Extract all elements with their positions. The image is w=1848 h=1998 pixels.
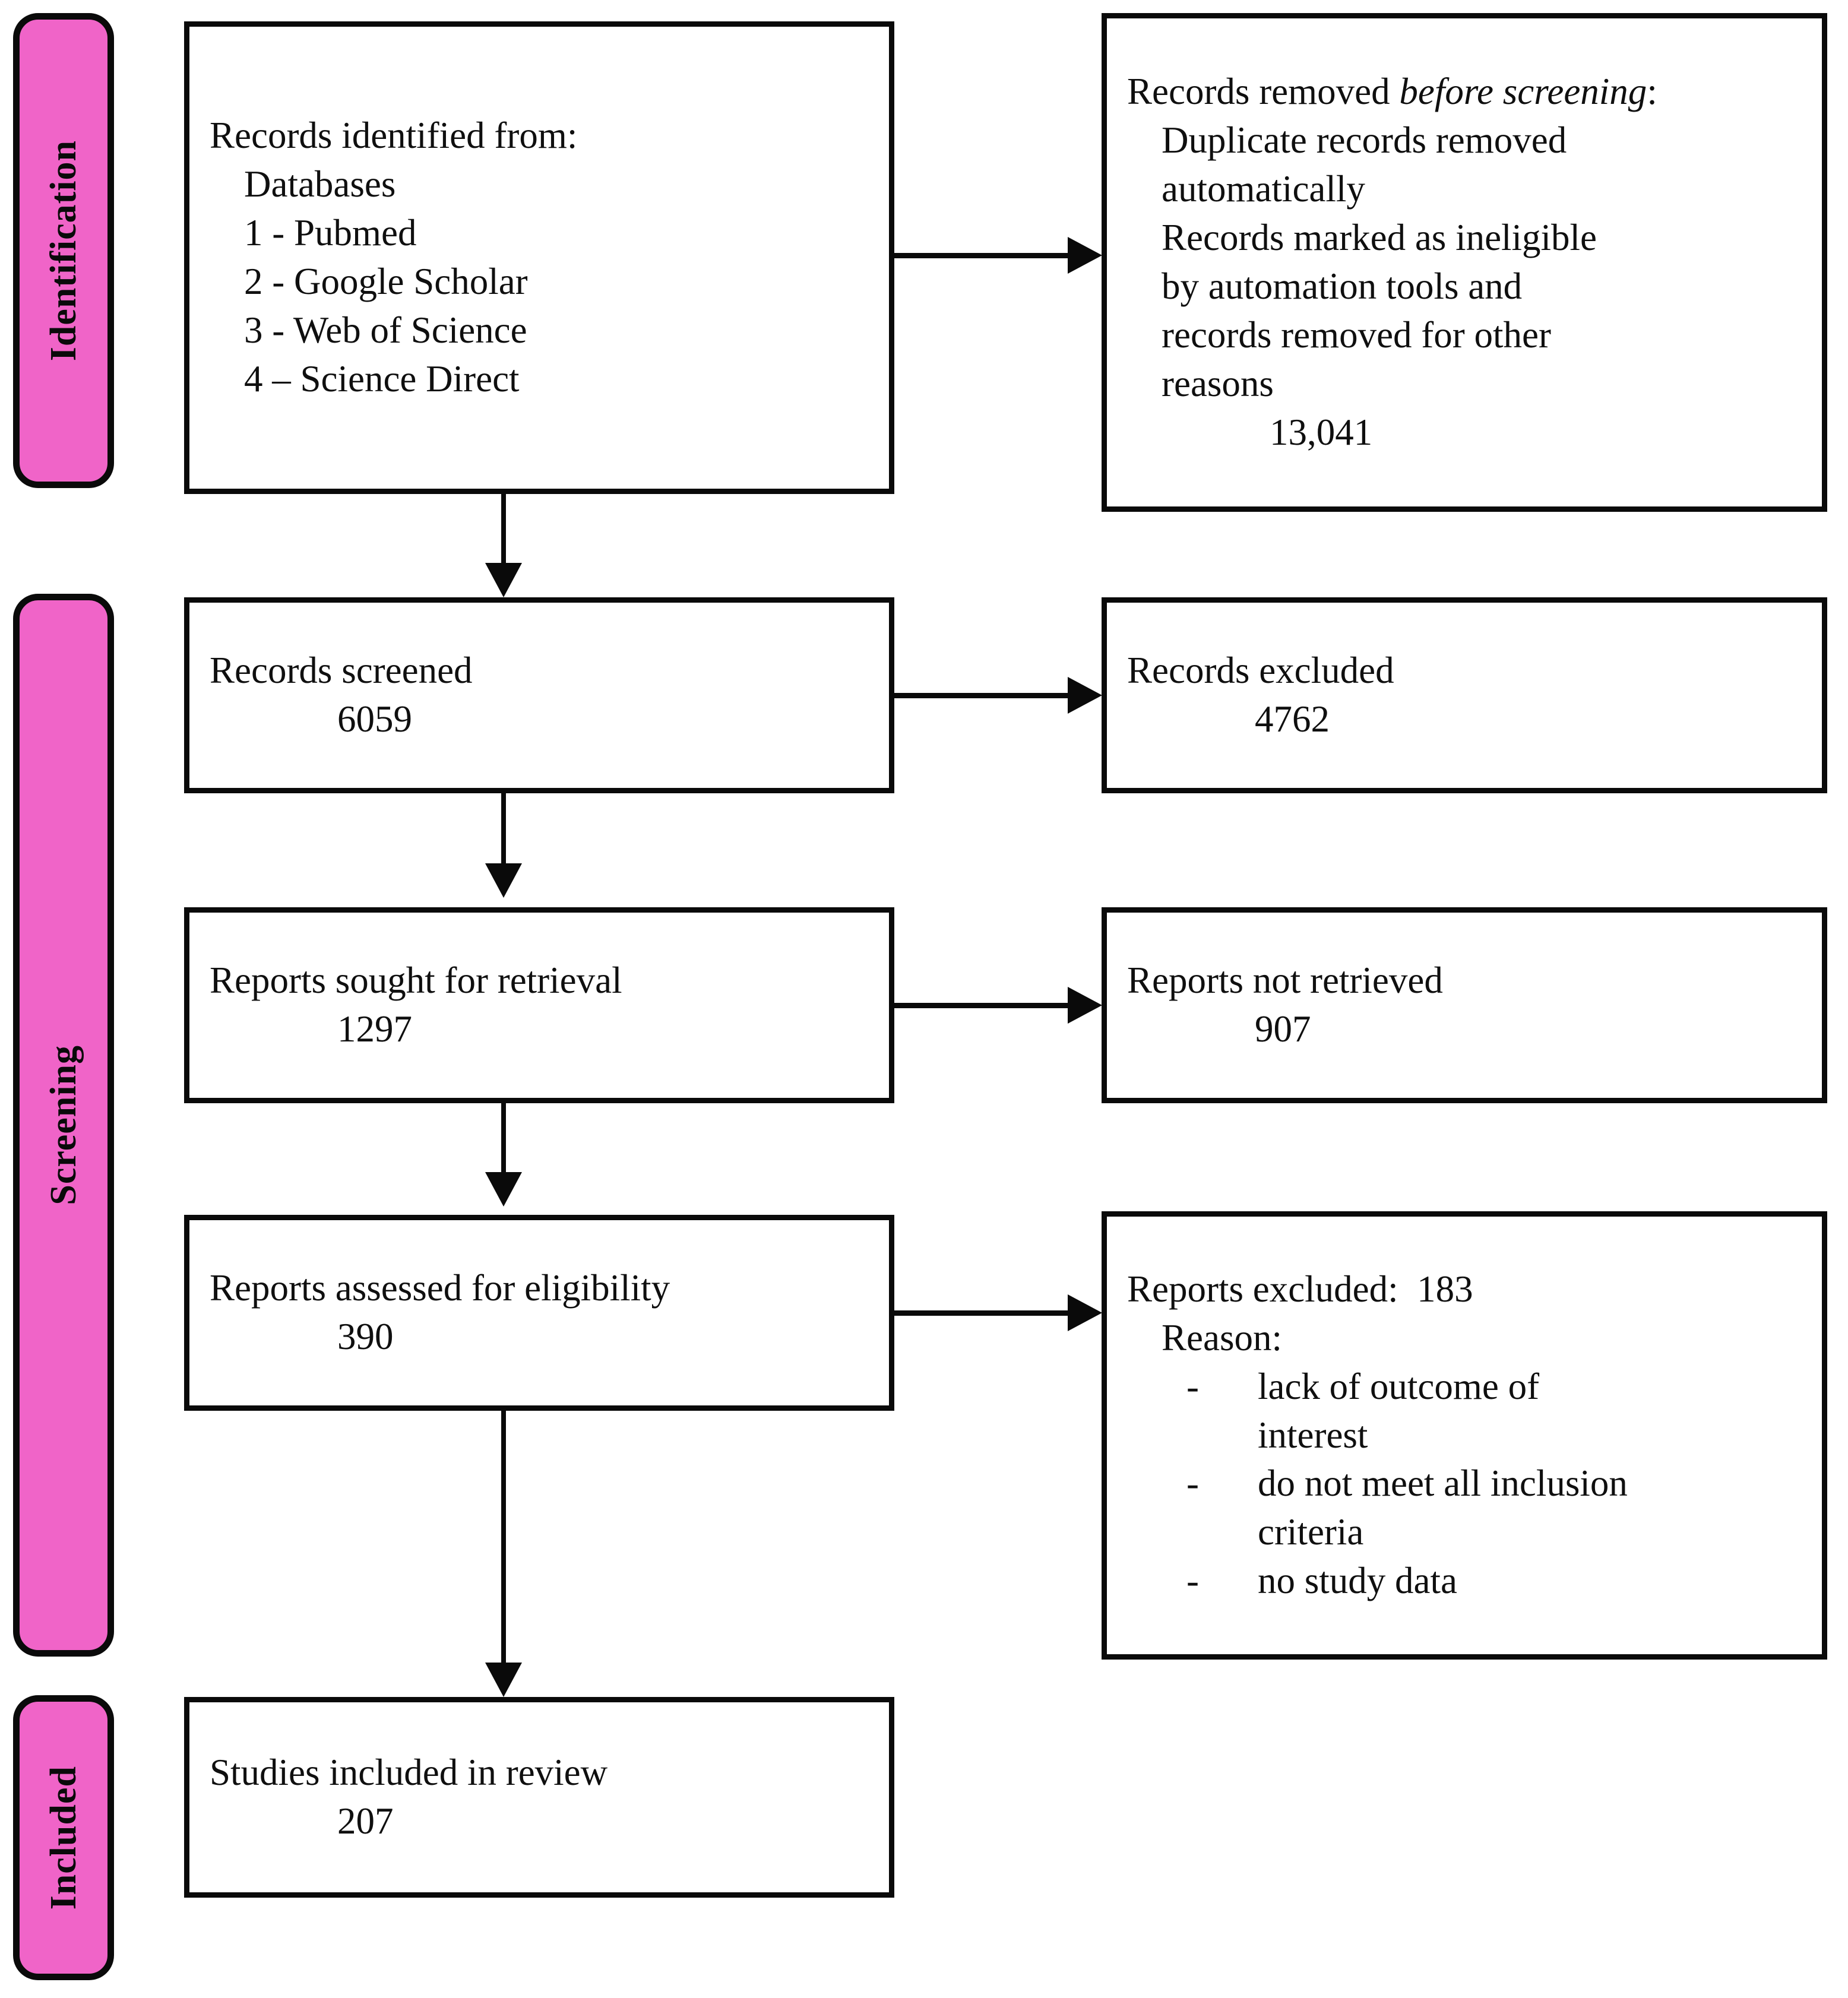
records-removed-line-4: by automation tools and — [1162, 265, 1523, 307]
records-excluded-label: Records excluded — [1127, 650, 1394, 692]
box-records-identified: Records identified from: Databases 1 - P… — [184, 21, 894, 494]
reports-excluded-label: Reports excluded: 183 — [1127, 1268, 1473, 1310]
reports-excluded-reason-line-5: no study data — [1258, 1560, 1457, 1602]
bullet-spacer — [1186, 1508, 1258, 1557]
records-removed-line-5: records removed for other — [1162, 314, 1551, 356]
box-studies-included-in-review: Studies included in review 207 — [184, 1697, 894, 1898]
bullet-spacer — [1186, 1411, 1258, 1460]
records-identified-source-2: 2 - Google Scholar — [244, 261, 528, 302]
records-removed-count: 13,041 — [1270, 411, 1373, 453]
box-reports-not-retrieved: Reports not retrieved 907 — [1102, 907, 1827, 1103]
reports-not-retrieved-count: 907 — [1255, 1008, 1311, 1050]
records-removed-title-suffix: : — [1647, 71, 1657, 113]
connector-assessed-to-studies-included — [501, 1411, 506, 1665]
reports-excluded-reason-header: Reason: — [1162, 1316, 1282, 1359]
records-excluded-count: 4762 — [1255, 698, 1330, 740]
stage-label-screening: Screening — [43, 1045, 84, 1205]
connector-assessed-to-reports-excluded — [894, 1310, 1069, 1316]
records-removed-line-2: automatically — [1162, 168, 1365, 210]
records-removed-title-prefix: Records removed — [1127, 71, 1400, 113]
connector-identified-to-removed — [894, 253, 1069, 258]
box-records-screened: Records screened 6059 — [184, 597, 894, 793]
connector-screened-to-excluded — [894, 693, 1069, 698]
studies-included-label: Studies included in review — [210, 1752, 608, 1794]
box-reports-assessed-for-eligibility: Reports assessed for eligibility 390 — [184, 1215, 894, 1411]
box-reports-sought-for-retrieval: Reports sought for retrieval 1297 — [184, 907, 894, 1103]
records-identified-source-4: 4 – Science Direct — [244, 357, 520, 400]
connector-screened-to-sought — [501, 793, 506, 865]
reports-excluded-reason-item: - do not meet all inclusion — [1127, 1459, 1802, 1508]
arrowhead-assessed-to-studies-included — [485, 1663, 522, 1697]
reports-excluded-reason-item: - no study data — [1127, 1557, 1802, 1606]
records-removed-title: Records removed before screening: — [1127, 68, 1802, 116]
box-records-removed-before-screening: Records removed before screening: Duplic… — [1102, 13, 1827, 512]
reports-excluded-reason-line-1: lack of outcome of — [1258, 1365, 1540, 1407]
reports-excluded-reason-item-cont: interest — [1127, 1411, 1802, 1460]
connector-sought-to-not-retrieved — [894, 1003, 1069, 1008]
records-removed-line-3: Records marked as ineligible — [1162, 217, 1597, 259]
reports-excluded-reason-line-2: interest — [1258, 1414, 1368, 1456]
arrowhead-identified-to-removed — [1068, 237, 1102, 274]
reports-excluded-reason-item: - lack of outcome of — [1127, 1363, 1802, 1411]
connector-identified-to-screened — [501, 494, 506, 564]
arrowhead-identified-to-screened — [485, 563, 522, 597]
arrowhead-screened-to-sought — [485, 863, 522, 898]
records-removed-line-1: Duplicate records removed — [1162, 119, 1567, 162]
stage-badge-screening: Screening — [13, 594, 114, 1657]
bullet-dash-icon: - — [1186, 1365, 1199, 1407]
reports-excluded-reason-line-3: do not meet all inclusion — [1258, 1462, 1628, 1505]
studies-included-count: 207 — [337, 1800, 394, 1842]
connector-sought-to-assessed — [501, 1103, 506, 1173]
reports-excluded-reason-item-cont: criteria — [1127, 1508, 1802, 1557]
bullet-dash-icon: - — [1186, 1560, 1199, 1602]
stage-badge-identification: Identification — [13, 13, 114, 488]
reports-sought-label: Reports sought for retrieval — [210, 960, 622, 1002]
records-identified-title: Records identified from: — [210, 115, 578, 157]
arrowhead-sought-to-assessed — [485, 1172, 522, 1207]
records-screened-label: Records screened — [210, 650, 473, 692]
reports-assessed-label: Reports assessed for eligibility — [210, 1267, 670, 1309]
records-identified-source-3: 3 - Web of Science — [244, 309, 527, 351]
records-screened-count: 6059 — [337, 698, 412, 740]
records-removed-line-6: reasons — [1162, 362, 1274, 404]
arrowhead-screened-to-excluded — [1068, 677, 1102, 714]
records-identified-source-1: 1 - Pubmed — [244, 212, 417, 254]
records-identified-databases-label: Databases — [244, 163, 396, 205]
stage-label-identification: Identification — [43, 140, 84, 362]
reports-assessed-count: 390 — [337, 1316, 394, 1357]
stage-badge-included: Included — [13, 1695, 114, 1980]
records-removed-title-italic: before screening — [1399, 71, 1647, 113]
box-reports-excluded: Reports excluded: 183 Reason: - lack of … — [1102, 1211, 1827, 1660]
reports-not-retrieved-label: Reports not retrieved — [1127, 960, 1443, 1002]
arrowhead-assessed-to-reports-excluded — [1068, 1294, 1102, 1331]
arrowhead-sought-to-not-retrieved — [1068, 987, 1102, 1024]
bullet-dash-icon: - — [1186, 1462, 1199, 1505]
box-records-excluded: Records excluded 4762 — [1102, 597, 1827, 793]
stage-label-included: Included — [43, 1765, 84, 1910]
reports-excluded-reason-line-4: criteria — [1258, 1511, 1364, 1553]
reports-sought-count: 1297 — [337, 1008, 412, 1050]
